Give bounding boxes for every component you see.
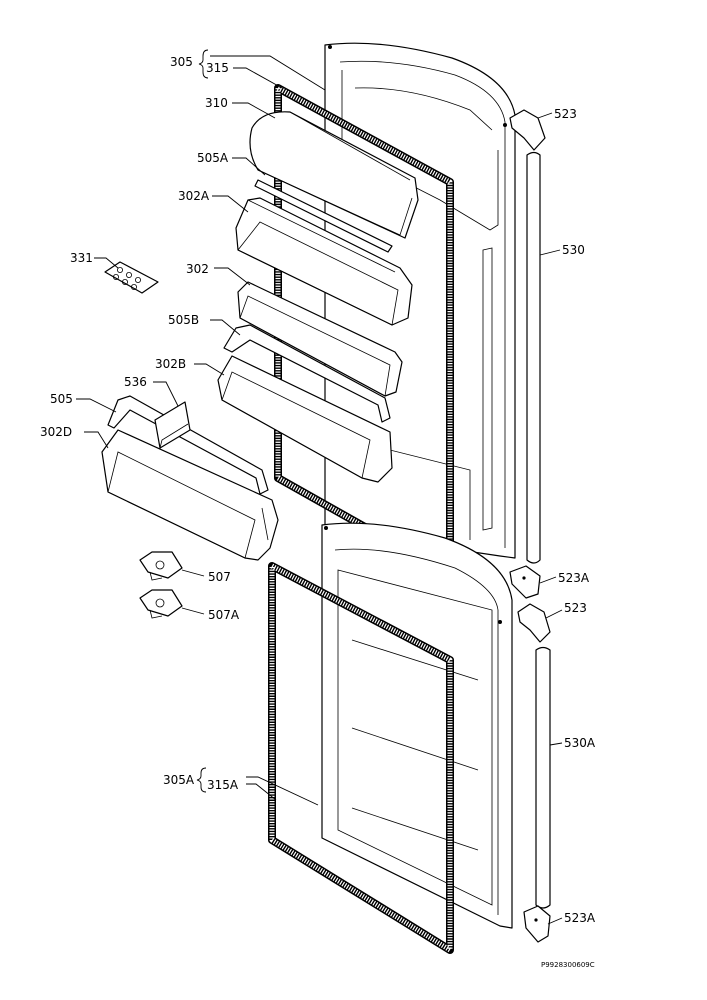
end-cap-523-top: [509, 109, 546, 151]
leader-lines: [76, 55, 563, 925]
label-530A: 530A: [564, 736, 596, 750]
brace-305: [198, 49, 209, 79]
door-shelf-302A: [235, 197, 413, 326]
label-505A: 505A: [197, 151, 229, 165]
label-523-mid: 523: [564, 601, 587, 615]
brace-305A: [196, 767, 207, 793]
reference-code: P9928300609C: [541, 961, 595, 969]
label-305A: 305A: [163, 773, 195, 787]
label-305: 305: [170, 55, 193, 69]
end-cap-523A-mid: [509, 565, 541, 599]
end-cap-523A-bot: [523, 905, 551, 943]
label-507: 507: [208, 570, 231, 584]
label-315: 315: [206, 61, 229, 75]
label-530: 530: [562, 243, 585, 257]
label-310: 310: [205, 96, 228, 110]
label-315A: 315A: [207, 778, 239, 792]
label-536: 536: [124, 375, 147, 389]
door-shelf-302D: [101, 429, 279, 561]
door-shelf-302: [237, 281, 403, 397]
handle-530A: [535, 646, 551, 909]
label-507A: 507A: [208, 608, 240, 622]
label-505: 505: [50, 392, 73, 406]
lower-door-305A: [321, 522, 513, 929]
handle-530: [526, 151, 541, 564]
lower-gasket-315A: [268, 562, 454, 954]
egg-tray-331: [104, 261, 159, 294]
door-shelf-302B: [217, 355, 393, 483]
label-302: 302: [186, 262, 209, 276]
retaining-bar-505B: [223, 324, 391, 423]
label-523A-mid: 523A: [558, 571, 590, 585]
divider-536: [154, 401, 191, 449]
retaining-bar-505A: [254, 179, 393, 253]
dairy-compartment-310: [249, 111, 419, 239]
label-302D: 302D: [40, 425, 72, 439]
label-505B: 505B: [168, 313, 199, 327]
hinge-507: [139, 551, 183, 581]
end-cap-523-mid: [517, 603, 551, 643]
retaining-bar-505: [107, 395, 269, 495]
label-302B: 302B: [155, 357, 186, 371]
label-331: 331: [70, 251, 93, 265]
part-labels: 305 315 310 505A 302A 331 302 505B 302B …: [40, 55, 596, 969]
label-302A: 302A: [178, 189, 210, 203]
hinge-507A: [139, 589, 183, 619]
label-523A-bot: 523A: [564, 911, 596, 925]
label-523-top: 523: [554, 107, 577, 121]
